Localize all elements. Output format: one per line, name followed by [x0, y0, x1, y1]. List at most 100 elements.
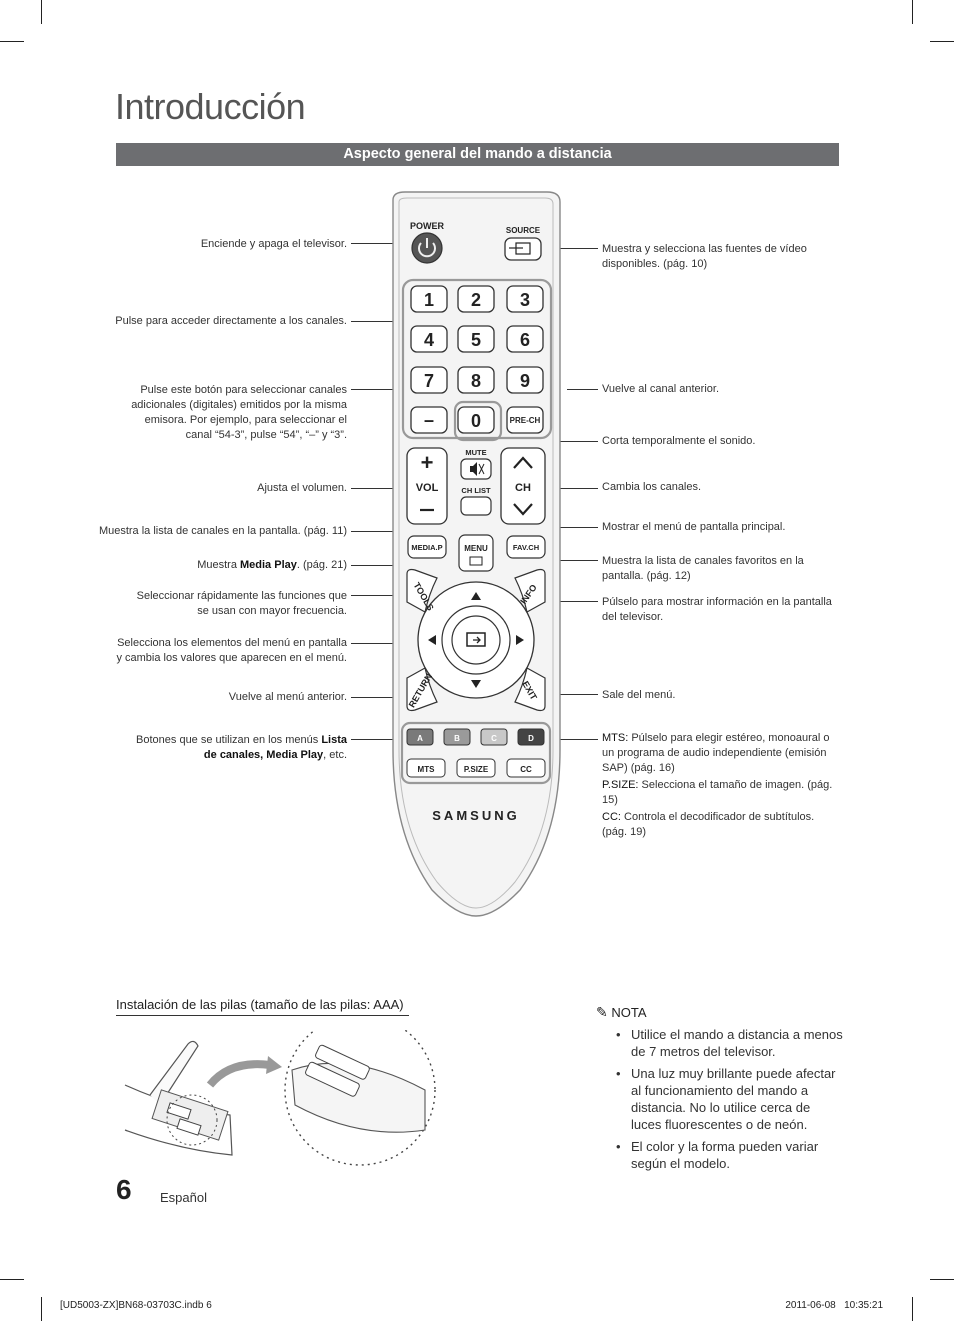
page-number: 6: [116, 1174, 132, 1205]
return-button[interactable]: [406, 667, 438, 712]
color-button-b[interactable]: [443, 728, 471, 746]
color-button-a[interactable]: [406, 728, 434, 746]
label-color-buttons: Botones que se utilizan en los menús Lis…: [136, 734, 347, 761]
arrow-up-icon[interactable]: [471, 592, 481, 600]
digit-0-button[interactable]: [457, 406, 495, 434]
callout-line: [540, 248, 598, 249]
exit-button[interactable]: [514, 667, 546, 712]
digit-4-button[interactable]: [410, 325, 448, 353]
label-return: Vuelve al menú anterior.: [228, 691, 347, 703]
label-menu: Mostrar el menú de pantalla principal.: [602, 521, 786, 533]
label-source: Muestra y selecciona las fuentes de víde…: [602, 243, 807, 270]
label-volume: Ajusta el volumen.: [257, 482, 347, 494]
label-navigation: Selecciona los elementos del menú en pan…: [116, 637, 347, 664]
numpad: 1 2 3 4 5 6 7 8 9 – 0 PRE-CH: [410, 285, 544, 434]
digit-label: 8: [471, 371, 481, 391]
label-dash: Pulse este botón para seleccionar canale…: [131, 384, 347, 441]
callout-line: [547, 601, 598, 602]
source-label: SOURCE: [506, 226, 541, 235]
battery-illustration: [124, 1030, 436, 1166]
volume-rocker[interactable]: [406, 447, 448, 525]
crop-mark: [930, 41, 954, 42]
digit-1-button[interactable]: [410, 285, 448, 313]
menu-button[interactable]: [458, 534, 494, 572]
favch-label: FAV.CH: [513, 543, 539, 552]
arrow-right-icon[interactable]: [516, 635, 524, 645]
enter-icon: [466, 632, 486, 647]
callout-line: [351, 565, 408, 566]
callout-line: [351, 697, 408, 698]
crop-mark: [930, 1279, 954, 1280]
digit-label: 5: [471, 330, 481, 350]
digit-label: 2: [471, 290, 481, 310]
label-mute: Corta temporalmente el sonido.: [602, 435, 756, 447]
mute-icon: [470, 462, 485, 476]
info-button[interactable]: [514, 568, 546, 613]
callout-line: [351, 389, 421, 390]
divider: [116, 1015, 409, 1016]
note-heading: ✎ NOTA: [596, 1004, 647, 1020]
label-tools: Seleccionar rápidamente las funciones qu…: [136, 590, 347, 617]
chlist-button[interactable]: [460, 496, 492, 516]
menu-label: MENU: [464, 544, 488, 553]
crop-mark: [0, 41, 24, 42]
color-label: B: [454, 734, 460, 743]
crop-mark: [41, 1297, 42, 1321]
mute-label: MUTE: [465, 448, 486, 457]
callout-line: [567, 389, 598, 390]
digit-9-button[interactable]: [506, 366, 544, 394]
footer-file: [UD5003-ZX]BN68-03703C.indb 6: [60, 1300, 212, 1311]
chlist-label: CH LIST: [461, 486, 491, 495]
color-buttons: A B C D: [406, 728, 545, 746]
psize-label: P.SIZE: [464, 765, 489, 774]
psize-button[interactable]: [456, 758, 496, 778]
favch-button[interactable]: [506, 535, 546, 559]
section-bar: Aspecto general del mando a distancia: [116, 143, 839, 166]
label-ch: Cambia los canales.: [602, 481, 702, 493]
digit-3-button[interactable]: [506, 285, 544, 313]
channel-rocker[interactable]: [500, 447, 546, 525]
callout-line: [547, 560, 598, 561]
digit-label: 9: [520, 371, 530, 391]
digit-label: 3: [520, 290, 530, 310]
callout-line: [351, 595, 408, 596]
color-button-d[interactable]: [517, 728, 545, 746]
samsung-logo: SAMSUNG: [432, 808, 519, 823]
mediap-button[interactable]: [407, 535, 447, 559]
callout-line: [545, 488, 598, 489]
chevron-up-icon: [513, 456, 533, 469]
mediap-label: MEDIA.P: [411, 543, 442, 552]
chevron-down-icon: [513, 503, 533, 516]
crop-mark: [0, 1279, 24, 1280]
arrow-left-icon[interactable]: [428, 635, 436, 645]
digit-6-button[interactable]: [506, 325, 544, 353]
digit-2-button[interactable]: [457, 285, 495, 313]
label-chlist: Muestra la lista de canales en la pantal…: [98, 525, 347, 537]
digit-label: 4: [424, 330, 434, 350]
dash-button[interactable]: [410, 406, 448, 434]
footer-date: 2011-06-08 10:35:21: [785, 1300, 883, 1311]
digit-8-button[interactable]: [457, 366, 495, 394]
color-button-c[interactable]: [480, 728, 508, 746]
crop-mark: [912, 0, 913, 24]
note-list: Utilice el mando a distancia a menos de …: [614, 1026, 844, 1177]
digit-7-button[interactable]: [410, 366, 448, 394]
callout-line: [551, 739, 598, 740]
arrow-down-icon[interactable]: [471, 680, 481, 688]
cc-button[interactable]: [506, 758, 546, 778]
color-label: C: [491, 734, 497, 743]
callout-line: [351, 643, 423, 644]
language-label: Español: [160, 1190, 207, 1205]
digit-label: 6: [520, 330, 530, 350]
prech-button[interactable]: [506, 406, 544, 434]
power-label: POWER: [410, 221, 445, 231]
pencil-icon: ✎: [596, 1004, 608, 1020]
digit-5-button[interactable]: [457, 325, 495, 353]
tools-button[interactable]: [406, 568, 438, 613]
vol-label: VOL: [416, 482, 439, 494]
color-label: D: [528, 734, 534, 743]
source-button[interactable]: [504, 237, 542, 261]
prech-label: PRE-CH: [510, 416, 541, 425]
mts-button[interactable]: [406, 758, 446, 778]
note-cc: CC: Controla el decodificador de subtítu…: [602, 811, 815, 838]
